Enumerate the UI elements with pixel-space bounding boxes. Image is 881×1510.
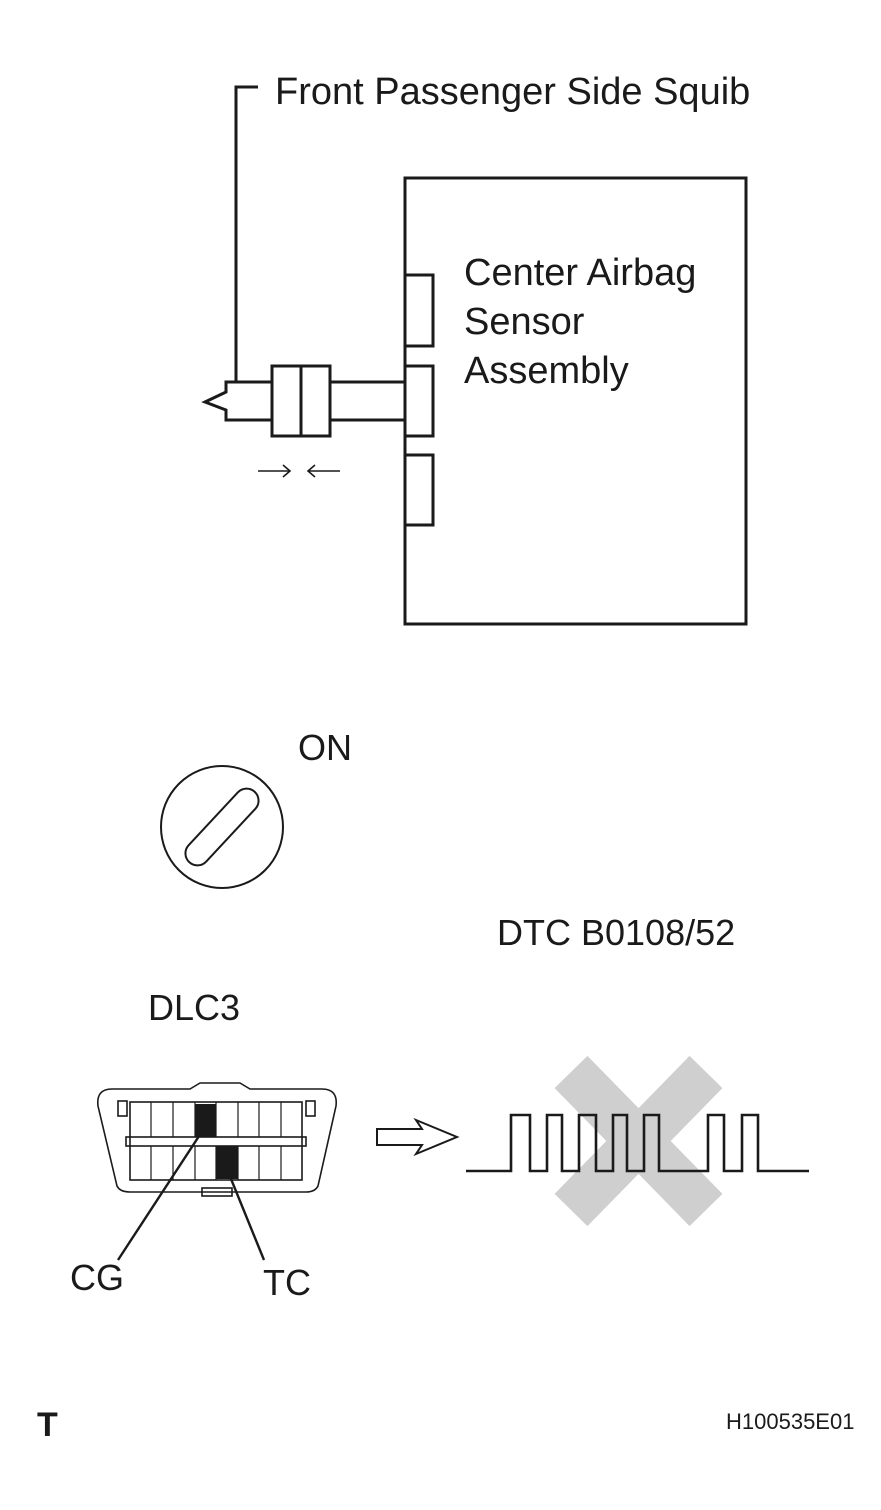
- cg-label: CG: [70, 1257, 124, 1298]
- ecu-port-top: [403, 273, 435, 348]
- connector-arrows-icon: [258, 464, 340, 478]
- squib-wiring-group: [201, 85, 405, 438]
- dtc-waveform: [466, 1113, 809, 1173]
- connector-half-left: [270, 364, 303, 438]
- dlc3-housing: [96, 1082, 338, 1193]
- cg-leader: [116, 1129, 205, 1261]
- dlc3-pin-cg: [195, 1104, 216, 1137]
- tc-label: TC: [263, 1262, 311, 1303]
- ignition-switch-icon: [160, 765, 284, 889]
- ecu-label-line1: Center Airbag: [464, 252, 696, 294]
- pin-leader-lines: [116, 1129, 266, 1261]
- connector-half-right: [299, 364, 332, 438]
- ecu-label-line2: Sensor: [464, 301, 585, 343]
- ignition-on-label: ON: [298, 727, 352, 768]
- dlc3-divider: [125, 1136, 307, 1147]
- tc-leader: [227, 1173, 266, 1261]
- squib-wire-lower: [201, 380, 272, 422]
- ecu-body: [403, 176, 748, 626]
- ecu-label-line3: Assembly: [464, 350, 629, 392]
- hollow-right-arrow-icon: [376, 1117, 460, 1157]
- ecu-port-middle: [403, 364, 435, 438]
- dlc3-bottom-tab: [201, 1187, 233, 1197]
- corner-letter: T: [37, 1406, 58, 1444]
- squib-label: Front Passenger Side Squib: [275, 71, 750, 113]
- dlc3-connector: [96, 1082, 338, 1197]
- dlc3-pin-tc: [216, 1146, 238, 1179]
- squib-leader-line: [234, 85, 258, 382]
- ecu-port-bottom: [403, 453, 435, 527]
- dlc3-latch-right: [305, 1100, 316, 1117]
- x-cross-icon: [554, 1055, 723, 1227]
- figure-id: H100535E01: [726, 1409, 854, 1434]
- dlc3-label: DLC3: [148, 987, 240, 1028]
- dtc-label: DTC B0108/52: [497, 912, 735, 953]
- center-airbag-sensor-assembly: [403, 176, 748, 626]
- dlc3-latch-left: [117, 1100, 128, 1117]
